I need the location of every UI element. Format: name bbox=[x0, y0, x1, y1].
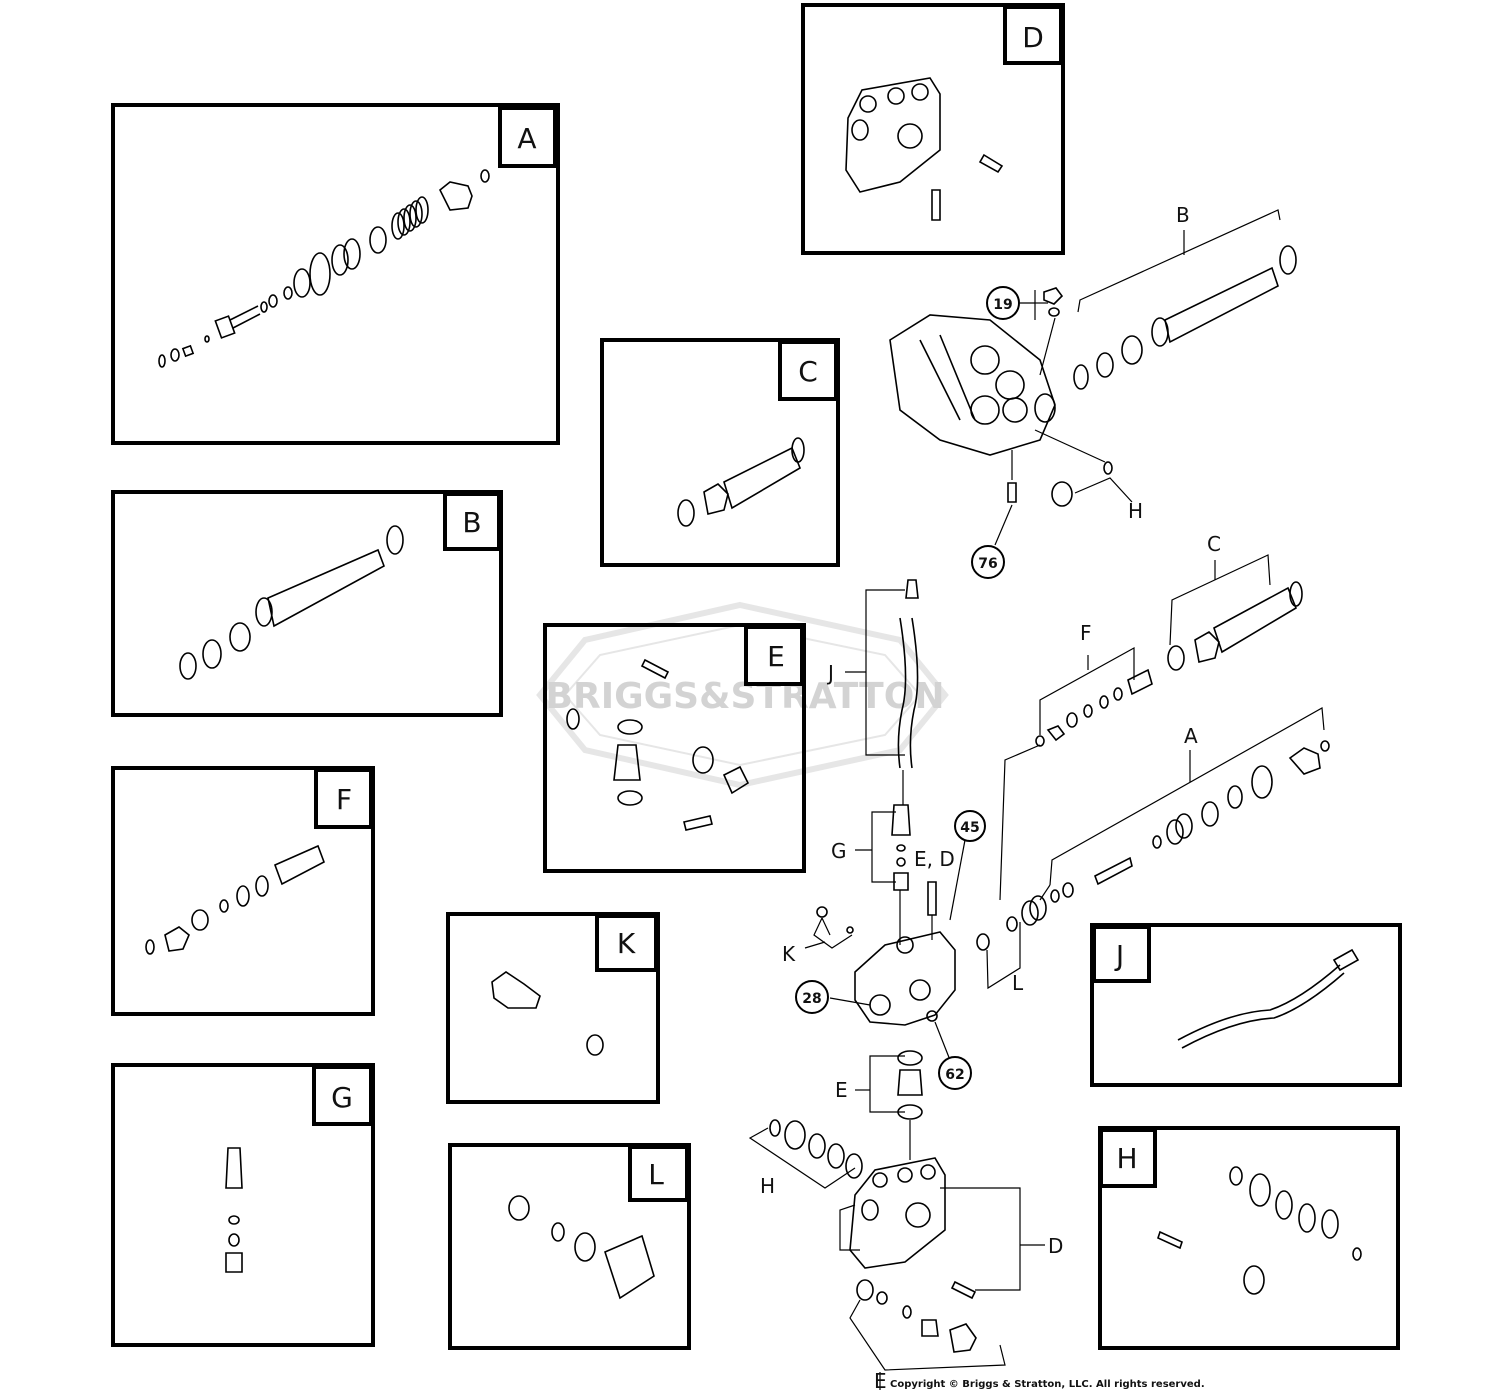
callout-45: 45 bbox=[954, 810, 986, 842]
ref-letter-a: A bbox=[1184, 724, 1198, 748]
panel-l: L bbox=[448, 1143, 691, 1350]
panel-label-b: B bbox=[462, 506, 481, 539]
panel-label-k: K bbox=[617, 927, 636, 960]
panel-label-a: A bbox=[517, 122, 536, 155]
leader-lines bbox=[748, 209, 1325, 1390]
ref-letter-g: G bbox=[831, 839, 847, 863]
panel-label-l: L bbox=[648, 1158, 664, 1191]
lower-manifold-assembly bbox=[816, 579, 1330, 1120]
panel-g: G bbox=[111, 1063, 375, 1347]
svg-text:19: 19 bbox=[993, 297, 1012, 313]
panel-j: J bbox=[1090, 923, 1402, 1087]
reference-letters: B H C J F A G E, D K L E H D E bbox=[760, 203, 1221, 1393]
copyright-text: Copyright © Briggs & Stratton, LLC. All … bbox=[890, 1379, 1205, 1390]
panel-a: A bbox=[111, 103, 560, 445]
svg-text:45: 45 bbox=[960, 820, 979, 836]
ref-letter-c: C bbox=[1207, 532, 1221, 556]
panel-b: B bbox=[111, 490, 503, 717]
panel-label-f: F bbox=[336, 783, 352, 816]
panel-h: H bbox=[1098, 1126, 1400, 1350]
callout-62: 62 bbox=[938, 1056, 972, 1090]
ref-letter-k: K bbox=[782, 942, 796, 966]
panel-k: K bbox=[446, 912, 660, 1104]
ref-letter-e-mid: E bbox=[835, 1078, 848, 1102]
panel-label-e: E bbox=[767, 640, 785, 673]
ref-letter-b: B bbox=[1176, 203, 1190, 227]
svg-text:28: 28 bbox=[802, 991, 821, 1007]
watermark: BRIGGS&STRATTON bbox=[536, 601, 949, 789]
ref-letter-f: F bbox=[1080, 621, 1092, 645]
callout-76: 76 bbox=[971, 545, 1005, 579]
callout-19: 19 bbox=[986, 286, 1020, 320]
ref-letter-e-d: E, D bbox=[914, 847, 955, 871]
ref-letter-e-bottom: E bbox=[874, 1369, 887, 1393]
bottom-d-assembly bbox=[769, 1119, 977, 1353]
panel-label-g: G bbox=[331, 1081, 353, 1114]
panel-label-d: D bbox=[1022, 21, 1044, 54]
panel-label-h: H bbox=[1116, 1142, 1137, 1175]
ref-letter-l: L bbox=[1012, 971, 1024, 995]
panel-f: F bbox=[111, 766, 375, 1016]
svg-text:76: 76 bbox=[978, 556, 997, 572]
ref-letter-h-bottom: H bbox=[760, 1174, 775, 1198]
panel-label-j: J bbox=[1114, 939, 1124, 972]
panel-label-c: C bbox=[798, 355, 818, 388]
panel-d: D bbox=[801, 3, 1065, 255]
callout-28: 28 bbox=[795, 980, 829, 1014]
panel-e: E bbox=[543, 623, 806, 873]
svg-text:62: 62 bbox=[945, 1067, 964, 1083]
upper-pump-assembly bbox=[889, 245, 1297, 507]
panel-c: C bbox=[600, 338, 840, 567]
ref-letter-d: D bbox=[1048, 1234, 1063, 1258]
ref-letter-j: J bbox=[826, 661, 834, 685]
ref-letter-h: H bbox=[1128, 499, 1143, 523]
